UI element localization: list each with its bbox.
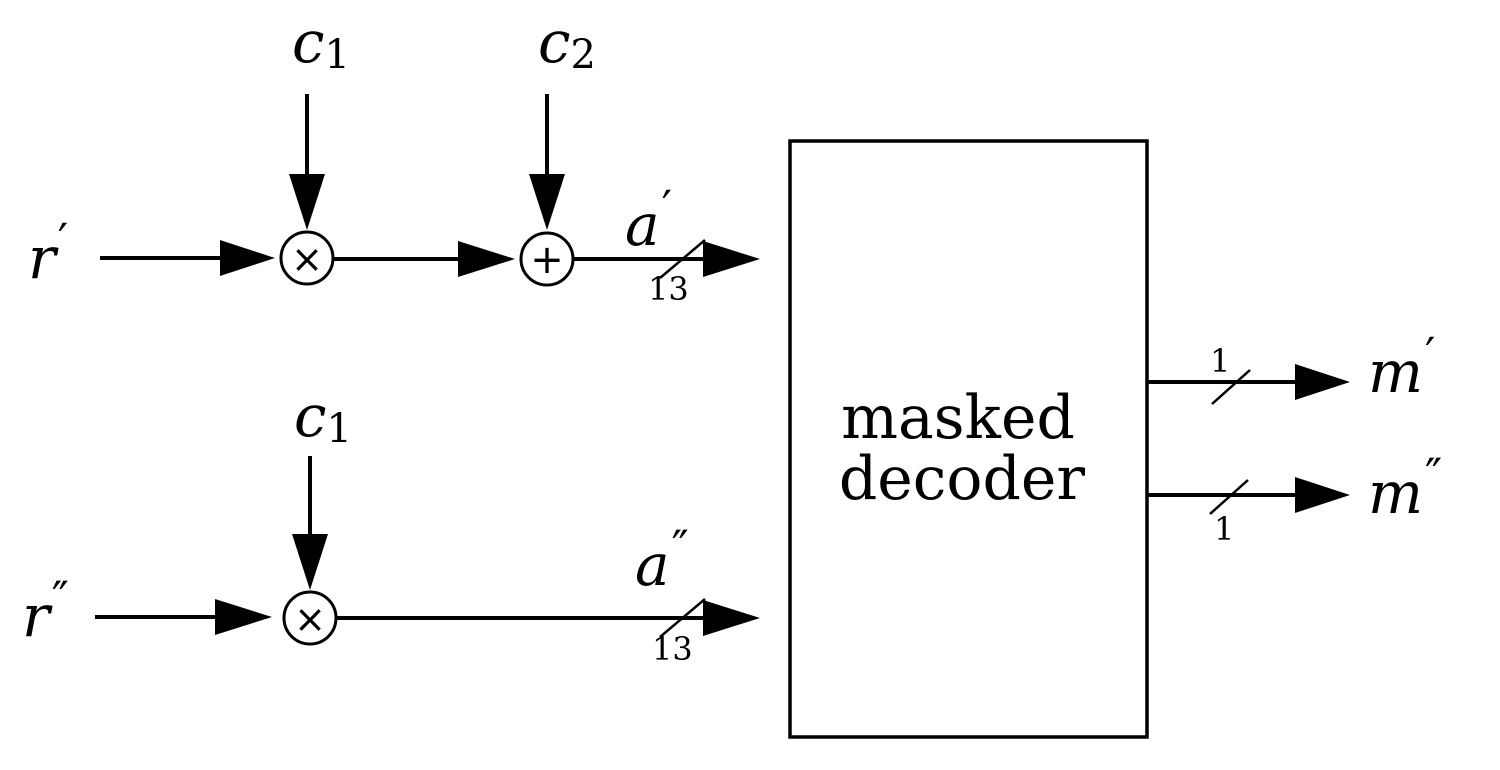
m-prime-arrowhead <box>1295 364 1350 400</box>
a-prime-arrowhead <box>703 241 760 277</box>
m-double-prime-bus-width: 1 <box>1214 510 1234 548</box>
m-prime-bus-slash <box>1211 369 1251 405</box>
mult-to-add-arrowhead <box>458 241 515 277</box>
r-double-prime-label: r″ <box>22 571 69 650</box>
a-double-prime-bus-slash <box>659 598 706 638</box>
m-prime-label: m′ <box>1368 327 1435 406</box>
m-double-prime-bus-slash <box>1209 479 1249 515</box>
a-double-prime-arrowhead <box>703 600 760 636</box>
r-prime-arrowhead <box>220 240 275 276</box>
a-double-prime-label: a″ <box>635 520 689 599</box>
c2-arrowhead <box>529 174 565 230</box>
m-double-prime-arrowhead <box>1295 477 1350 513</box>
m-prime-bus-width: 1 <box>1210 342 1230 380</box>
c1-top-label: c1 <box>292 8 350 78</box>
m-double-prime-label: m″ <box>1368 448 1442 527</box>
c2-label: c2 <box>538 8 596 78</box>
plus-icon: + <box>530 237 564 283</box>
a-prime-bus-slash <box>659 239 706 279</box>
a-prime-bus-width: 13 <box>648 270 689 308</box>
c1-top-arrowhead <box>289 174 325 230</box>
decoder-label-line1: masked <box>841 383 1075 453</box>
a-prime-label: a′ <box>625 180 672 259</box>
r-prime-label: r′ <box>28 213 68 292</box>
decoder-label-line2: decoder <box>839 444 1086 514</box>
multiply-icon: × <box>294 597 326 641</box>
c1-bottom-label: c1 <box>294 382 352 452</box>
c1-bottom-arrowhead <box>292 534 328 590</box>
multiply-icon: × <box>291 237 323 281</box>
masked-decoder-box <box>788 139 1149 739</box>
r-double-prime-arrowhead <box>215 599 272 635</box>
a-double-prime-bus-width: 13 <box>652 630 693 668</box>
